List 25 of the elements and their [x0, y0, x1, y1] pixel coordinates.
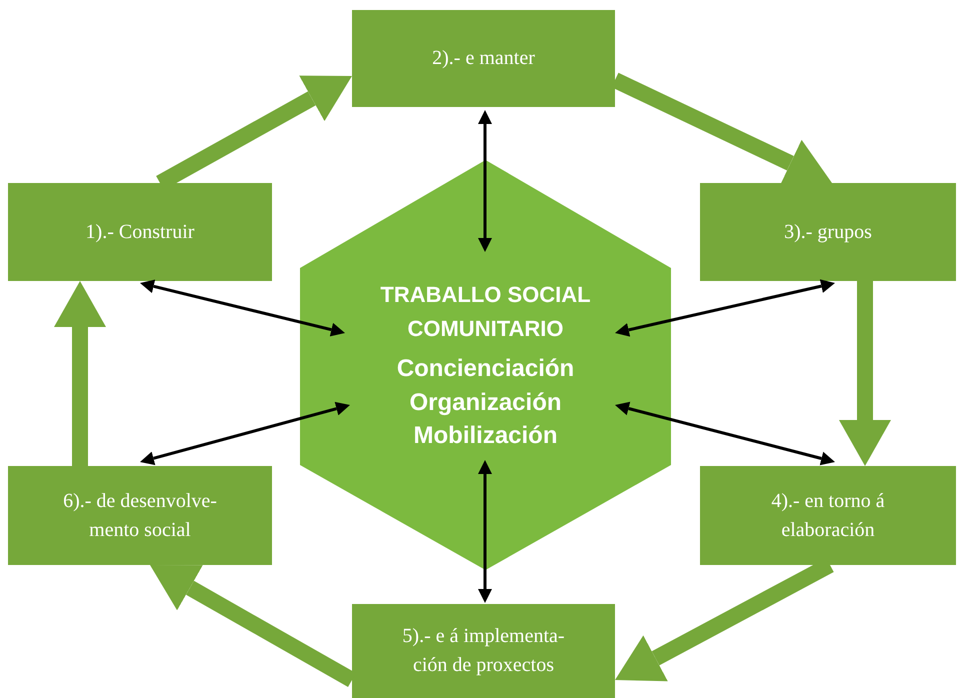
box-label: 3).- grupos [784, 220, 872, 244]
box-label: 2).- e manter [432, 46, 535, 71]
flow-arrow [839, 281, 891, 466]
process-box [352, 10, 615, 107]
process-box [8, 466, 272, 565]
box-label: 5).- e á implementa- ción de proxectos [401, 624, 566, 678]
double-arrow [478, 110, 492, 252]
box-label: 6).- de desenvolve- mento social [62, 488, 218, 542]
flow-arrow [54, 281, 106, 466]
process-box [700, 466, 956, 565]
double-arrow [615, 279, 835, 337]
central-hexagon [300, 160, 671, 570]
hexagon-item: Organización [409, 388, 562, 418]
double-arrow [140, 402, 350, 466]
box-label: 1).- Construir [86, 220, 194, 244]
hexagon-title: TRABALLO SOCIAL COMUNITARIO [379, 281, 592, 344]
double-arrow [615, 402, 835, 466]
double-arrow [478, 460, 492, 603]
process-box [352, 604, 615, 698]
process-box [700, 183, 956, 281]
hexagon-item: Concienciación [396, 354, 574, 384]
process-box [8, 183, 272, 281]
box-label: 4).- en torno á elaboración [770, 488, 886, 542]
double-arrow [140, 280, 345, 336]
hexagon-item: Mobilización [414, 420, 558, 451]
